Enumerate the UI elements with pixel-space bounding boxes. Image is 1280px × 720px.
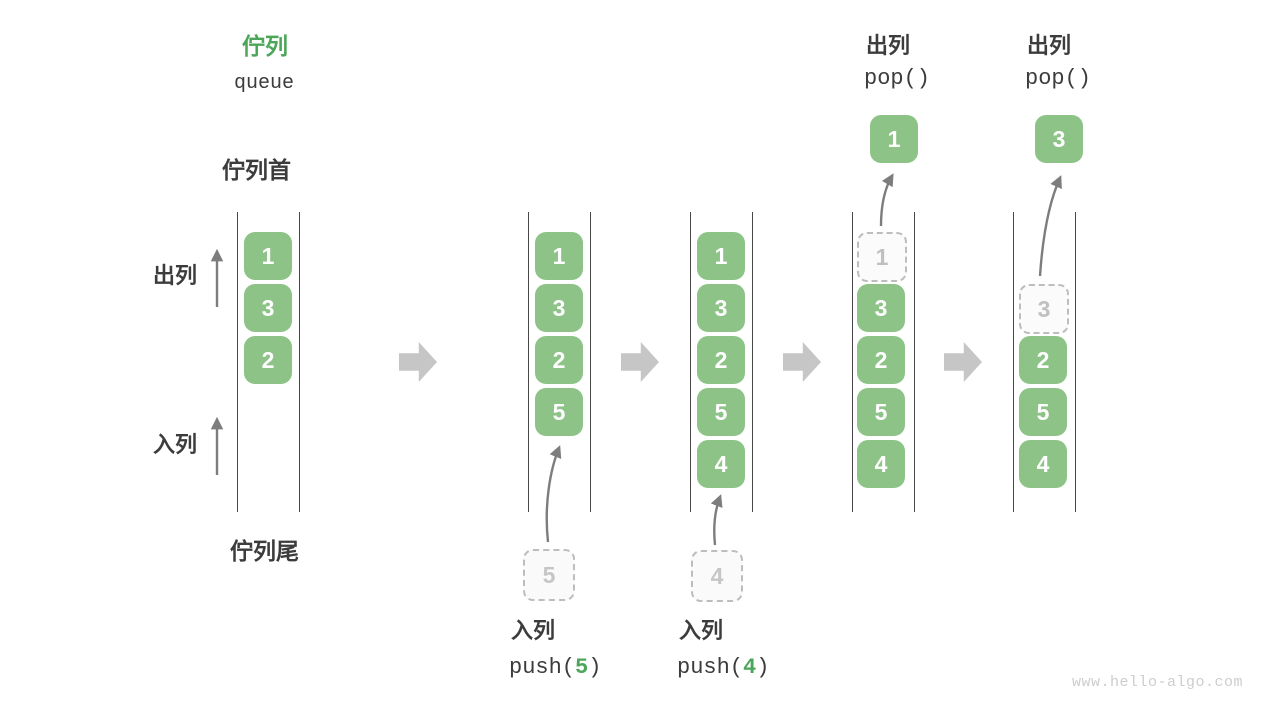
queue-cell: 2 — [244, 336, 292, 384]
next-state-arrow-icon — [944, 342, 982, 382]
queue-cell: 5 — [857, 388, 905, 436]
queue-cell: 3 — [535, 284, 583, 332]
watermark: www.hello-algo.com — [1072, 674, 1244, 691]
queue-container-1 — [237, 212, 300, 512]
push1-label: 入列 — [511, 618, 556, 643]
queue-cell: 2 — [857, 336, 905, 384]
queue-container-4 — [852, 212, 915, 512]
push2-code-arg: 4 — [743, 655, 757, 680]
pop1-label: 出列 — [866, 33, 911, 58]
queue-cell: 1 — [535, 232, 583, 280]
popped-value-box: 3 — [1035, 115, 1083, 163]
diagram-title-en: queue — [234, 72, 295, 95]
queue-cell: 1 — [697, 232, 745, 280]
queue-cell: 4 — [697, 440, 745, 488]
pop1-code: pop() — [864, 66, 931, 91]
queue-container-3 — [690, 212, 753, 512]
queue-cell: 4 — [857, 440, 905, 488]
queue-cell: 4 — [1019, 440, 1067, 488]
queue-cell: 1 — [244, 232, 292, 280]
queue-cell: 3 — [697, 284, 745, 332]
push2-code-suffix: ) — [756, 655, 770, 680]
queue-cell: 2 — [1019, 336, 1067, 384]
removed-cell-placeholder: 3 — [1019, 284, 1069, 334]
push1-code-suffix: ) — [588, 655, 602, 680]
queue-cell: 3 — [244, 284, 292, 332]
push1-code-arg: 5 — [575, 655, 589, 680]
queue-cell: 2 — [697, 336, 745, 384]
pop2-label: 出列 — [1027, 33, 1072, 58]
queue-cell: 5 — [697, 388, 745, 436]
push2-code: push(4) — [677, 655, 769, 680]
push1-code: push(5) — [509, 655, 601, 680]
pop2-code: pop() — [1025, 66, 1092, 91]
queue-container-5 — [1013, 212, 1076, 512]
queue-cell: 5 — [1019, 388, 1067, 436]
queue-cell: 3 — [857, 284, 905, 332]
enqueue-direction-label: 入列 — [153, 432, 198, 457]
next-state-arrow-icon — [399, 342, 437, 382]
incoming-value-box: 5 — [523, 549, 575, 601]
push2-label: 入列 — [679, 618, 724, 643]
queue-cell: 2 — [535, 336, 583, 384]
next-state-arrow-icon — [621, 342, 659, 382]
removed-cell-placeholder: 1 — [857, 232, 907, 282]
push2-code-prefix: push( — [677, 655, 744, 680]
queue-rear-label: 佇列尾 — [230, 538, 299, 564]
push1-code-prefix: push( — [509, 655, 576, 680]
next-state-arrow-icon — [783, 342, 821, 382]
dequeue-direction-label: 出列 — [153, 263, 198, 288]
queue-front-label: 佇列首 — [222, 157, 291, 183]
incoming-value-box: 4 — [691, 550, 743, 602]
queue-container-2 — [528, 212, 591, 512]
diagram-title-zh: 佇列 — [242, 33, 288, 59]
popped-value-box: 1 — [870, 115, 918, 163]
queue-cell: 5 — [535, 388, 583, 436]
